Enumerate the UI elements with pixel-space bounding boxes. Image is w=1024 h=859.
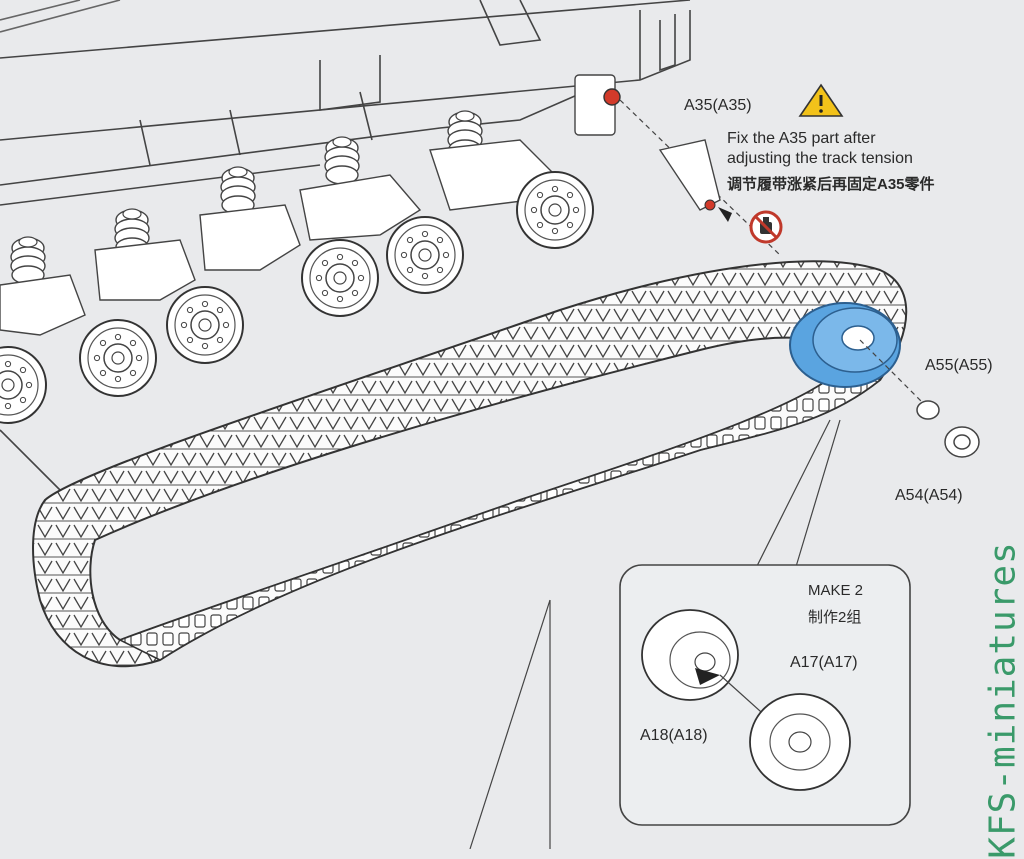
- label-a17: A17(A17): [790, 654, 858, 671]
- watermark: KFS-miniatures: [982, 541, 1024, 859]
- label-a18: A18(A18): [640, 727, 708, 744]
- label-a54: A54(A54): [895, 487, 963, 504]
- instruction-text: Fix the A35 part after adjusting the tra…: [727, 129, 913, 169]
- detail-box: [619, 564, 911, 826]
- instruction-line-2: adjusting the track tension: [727, 150, 913, 167]
- instruction-line-1: Fix the A35 part after: [727, 130, 876, 147]
- label-make-2: MAKE 2: [808, 582, 864, 599]
- label-a35: A35(A35): [684, 97, 752, 114]
- idler-wheel: [789, 302, 926, 406]
- leader-lines: [469, 419, 841, 849]
- instruction-text-chinese: 调节履带涨紧后再固定A35零件: [727, 176, 935, 193]
- label-a55: A55(A55): [925, 357, 993, 374]
- no-glue-icon: [749, 210, 783, 244]
- a55-a54-parts: [916, 400, 980, 458]
- label-make-2-chinese: 制作2组: [808, 609, 862, 626]
- warning-triangle-icon: [798, 83, 844, 117]
- a35-part: [619, 99, 781, 256]
